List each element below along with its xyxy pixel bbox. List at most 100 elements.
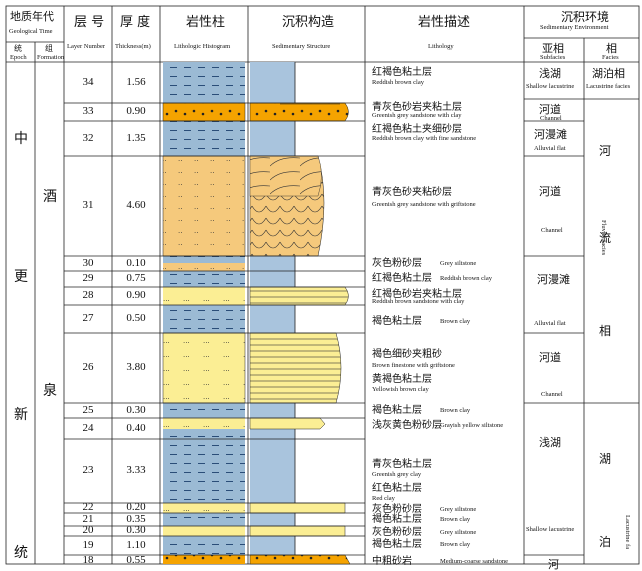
layer-number: 26 xyxy=(82,361,94,373)
lithology-cn: 中粗砂岩 xyxy=(372,556,412,567)
facies-label-en: Lacustrine facies xyxy=(586,83,631,90)
subfacies-label: 河道 xyxy=(539,185,561,198)
layer-number: 34 xyxy=(82,75,94,88)
formation-header-en: Formation xyxy=(37,54,65,61)
epoch-char: 统 xyxy=(14,545,28,561)
facies-char: 湖 xyxy=(599,452,612,466)
lithology-cn: 灰色粉砂层 xyxy=(372,258,422,269)
lithology-cn: 青灰色砂岩夹粘土层 xyxy=(372,102,462,113)
subfacies-header: 亚相 xyxy=(542,42,564,55)
facies-char: 泊 xyxy=(599,535,612,549)
lithology-cn: 青灰色砂夹粘砂层 xyxy=(372,187,452,198)
layer-number: 23 xyxy=(82,464,94,476)
lithology-cn: 褐色粘土层 xyxy=(372,539,422,550)
layer-thickness: 1.56 xyxy=(126,75,146,88)
layer-thickness: 0.10 xyxy=(126,256,146,269)
layer-number: 25 xyxy=(82,403,94,416)
geo-time-title: 地质年代 xyxy=(10,10,54,23)
subfacies-label: 河漫滩 xyxy=(534,128,567,141)
litho-header-en: Lithologic Histogram xyxy=(174,43,231,50)
layer-thickness: 0.20 xyxy=(126,501,146,513)
lithology-en: Brown finestone with griftstone xyxy=(372,362,455,369)
layer-thickness: 1.10 xyxy=(126,538,146,551)
lithology-cn: 褐色细砂夹粗砂 xyxy=(372,349,442,360)
layer-number: 27 xyxy=(82,312,94,324)
subfacies-label-en: Channel xyxy=(541,391,563,398)
subfacies-label-en: Alluvial flat xyxy=(534,320,566,327)
lithology-cn: 红褐色砂岩夹粘土层 xyxy=(372,289,462,300)
subfacies-label: 浅湖 xyxy=(539,67,561,80)
lithology-cn: 灰色粉砂层 xyxy=(372,527,422,538)
facies-label-en: Lacustrine fa xyxy=(624,515,631,550)
lithology-cn: 红色粘土层 xyxy=(372,483,422,494)
lithology-cn: 红褐色粘土夹细砂层 xyxy=(372,124,462,135)
lithology-en: Grey siltstone xyxy=(440,260,477,267)
sed-header: 沉积构造 xyxy=(282,15,335,30)
layer-header-en: Layer Number xyxy=(67,43,106,50)
env-header-en: Sedimentary Environment xyxy=(540,24,609,31)
lithology-cn: 红褐色粘土层 xyxy=(372,67,432,78)
formation-char: 泉 xyxy=(43,383,57,399)
subfacies-label: 河道 xyxy=(539,103,561,116)
lithology-en: Brown clay xyxy=(440,318,471,325)
sed-header-en: Sedimentary Structure xyxy=(272,43,331,50)
lithology-en: Greenish grey clay xyxy=(372,471,422,478)
thickness-header: 厚 度 xyxy=(120,15,151,30)
epoch-header-en: Epoch xyxy=(10,54,27,61)
layer-number: 31 xyxy=(82,199,94,211)
layer-number: 21 xyxy=(82,512,94,525)
facies-label-en: Fluvial facies xyxy=(600,220,607,256)
lithology-en: Grey siltstone xyxy=(440,506,477,513)
subfacies-label: 河漫滩 xyxy=(537,273,570,286)
lithology-cn: 红褐色粘土层 xyxy=(372,273,432,284)
layer-thickness: 0.90 xyxy=(126,289,146,301)
lithology-en: Brown clay xyxy=(440,407,471,414)
subfacies-label-en: Shallow lacustrine xyxy=(526,526,575,533)
lithology-en: Brown clay xyxy=(440,516,471,523)
lithology-en: Yellowish brown clay xyxy=(372,386,429,393)
subfacies-header-en: Subfacies xyxy=(540,54,566,61)
layer-thickness: 0.30 xyxy=(126,524,146,536)
layer-thickness: 0.90 xyxy=(126,105,146,117)
lithology-en: Reddish brown clay with fine sandstone xyxy=(372,135,477,142)
layer-number: 29 xyxy=(82,272,94,284)
desc-header-en: Lithology xyxy=(428,43,454,50)
lithology-en: Reddish brown clay xyxy=(440,275,492,282)
lithology-cn: 褐色粘土层 xyxy=(372,405,422,416)
epoch-char: 更 xyxy=(14,269,28,285)
epoch-header: 统 xyxy=(14,44,22,53)
lithology-cn: 褐色粘土层 xyxy=(372,316,422,327)
layer-thickness: 0.55 xyxy=(126,554,146,566)
layer-number: 19 xyxy=(82,538,94,551)
thickness-header-en: Thickness(m) xyxy=(115,43,151,50)
layer-number: 24 xyxy=(82,421,94,434)
env-header: 沉积环境 xyxy=(561,10,610,24)
layer-thickness: 0.35 xyxy=(126,512,146,525)
subfacies-label: 浅湖 xyxy=(539,436,561,449)
subfacies-label-en: Alluvial flat xyxy=(534,145,566,152)
litho-header: 岩性柱 xyxy=(186,15,226,30)
layer-thickness: 0.40 xyxy=(126,421,146,434)
facies-label: 湖泊相 xyxy=(592,67,625,80)
lithology-en: Reddish brown clay xyxy=(372,79,424,86)
layer-thickness: 0.75 xyxy=(126,272,146,284)
facies-char: 流 xyxy=(599,231,612,245)
layer-thickness: 1.35 xyxy=(126,131,146,144)
epoch-char: 中 xyxy=(14,131,28,147)
facies-char: 相 xyxy=(599,324,612,338)
lithology-en: Greenish grey sandstone with griftstone xyxy=(372,201,476,208)
subfacies-label-en: Channel xyxy=(541,227,563,234)
lithology-cn: 褐色粘土层 xyxy=(372,514,422,525)
layer-thickness: 3.33 xyxy=(126,464,146,476)
layer-number: 33 xyxy=(82,105,94,117)
facies-header-en: Facies xyxy=(602,54,619,61)
layer-thickness: 4.60 xyxy=(126,199,146,211)
formation-header: 组 xyxy=(45,44,53,53)
lithology-en: Grayish yellow siltstone xyxy=(440,422,504,429)
facies-header: 相 xyxy=(606,42,617,55)
geo-time-subtitle: Geological Time xyxy=(9,28,53,35)
layer-header: 层 号 xyxy=(74,15,105,30)
layer-number: 32 xyxy=(82,131,94,144)
lithology-en: Greenish grey sandstone with clay xyxy=(372,112,462,119)
lithology-en: Brown clay xyxy=(440,541,471,548)
